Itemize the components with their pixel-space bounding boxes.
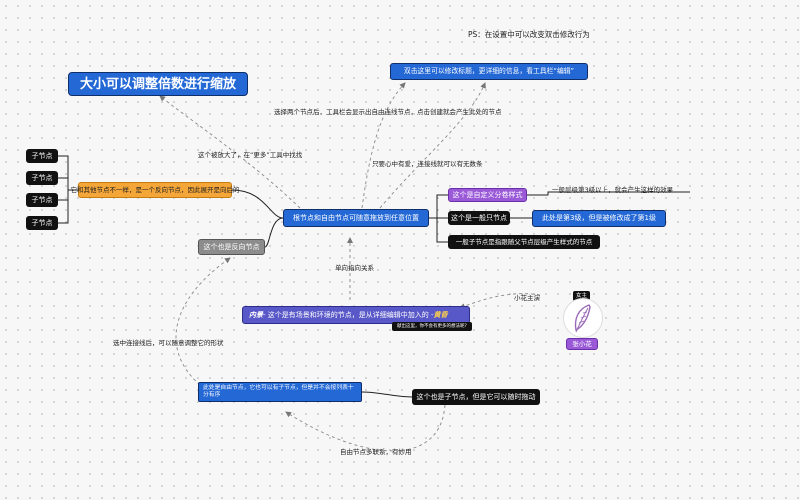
reverse-node-2[interactable]: 这个也是反向节点	[198, 239, 265, 255]
custom-style-node[interactable]: 这个是自定义分卷样式	[448, 188, 527, 202]
link-free-child	[361, 391, 413, 398]
reverse-node[interactable]: 它和其他节点不一样，是一个反向节点，因此展开是向后的	[71, 182, 240, 198]
relation-root-edit2	[379, 82, 486, 209]
link-custom-beyond3	[527, 191, 690, 196]
relation-xiaohua	[459, 293, 541, 309]
general-node[interactable]: 这个是一般只节点	[448, 211, 510, 225]
child-node-3[interactable]: 子节点	[26, 193, 58, 207]
label-one-way: 单向指向关系	[335, 264, 374, 272]
feather-icon	[574, 304, 591, 333]
label-select-two: 选择两个节点后，工具栏会显示出自由连线节点，点击创建就会产生此处的节点	[274, 108, 502, 116]
child-node-4[interactable]: 子节点	[26, 216, 58, 230]
tree-links	[58, 155, 690, 398]
link-root-reverse2	[264, 217, 284, 248]
relation-root-title	[159, 95, 301, 209]
label-free-multi: 自由节点多联系，有妙用	[340, 448, 412, 456]
edit-title-node[interactable]: 双击这里可以修改标题，更详细的信息，看工具栏“编辑”	[390, 63, 588, 80]
root-node[interactable]: 根节点和自由节点可随意拖放到任意位置	[283, 209, 429, 227]
relation-links	[159, 82, 541, 452]
link-root-orange	[231, 189, 284, 219]
free-node[interactable]: 此处是自由节点，它也可以有子节点，但是并不会按列表十分有序	[198, 382, 362, 402]
character-avatar[interactable]	[563, 298, 603, 338]
scene-tip: 献出这里，你不会有更多的想法呢?	[392, 322, 472, 331]
free-child-node[interactable]: 这个也是子节点，但是它可以随时拖动	[412, 389, 540, 405]
ps-note: PS：在设置中可以改变双击修改行为	[468, 30, 590, 39]
child-node-2[interactable]: 子节点	[26, 171, 58, 185]
character-name[interactable]: 张小花	[566, 338, 598, 350]
child-node-1[interactable]: 子节点	[26, 149, 58, 163]
character-badge: 女主	[573, 291, 590, 301]
label-more-tools: 这个被放大了，在“更多”工具中找找	[198, 151, 303, 159]
rule-node[interactable]: 一般子节点是指跟随父节点层级产生样式的节点	[448, 235, 600, 249]
scene-suffix: 黄昏	[433, 310, 448, 319]
scene-main: - 这个是有场景和环境的节点，是从详细编辑中加入的 -	[263, 310, 434, 319]
title-node[interactable]: 大小可以调整倍数进行缩放	[68, 72, 248, 96]
relation-root-edit1	[361, 82, 406, 209]
beyond3-node[interactable]: 一般层级第3级以上，就会产生这样的效果	[552, 186, 674, 194]
relation-free-reverse	[175, 257, 231, 386]
link-orange-child4	[58, 189, 78, 224]
label-xiaohua-main: 小花主演	[514, 294, 540, 302]
label-adjust-shape: 选中连接线后，可以随意调整它的形状	[113, 339, 224, 347]
scene-node[interactable]: 内景 - 这个是有场景和环境的节点，是从详细编辑中加入的 -黄昏	[242, 306, 470, 324]
link-root-custom	[429, 194, 448, 219]
label-multi-link: 只要心中有爱，连接线就可以有无数条	[372, 160, 483, 168]
link-root-rule	[429, 217, 448, 243]
relation-free-multi	[285, 404, 446, 452]
level3-node[interactable]: 此处是第3级，但是被修改成了第1级	[532, 210, 666, 227]
scene-prefix: 内景	[249, 310, 263, 319]
